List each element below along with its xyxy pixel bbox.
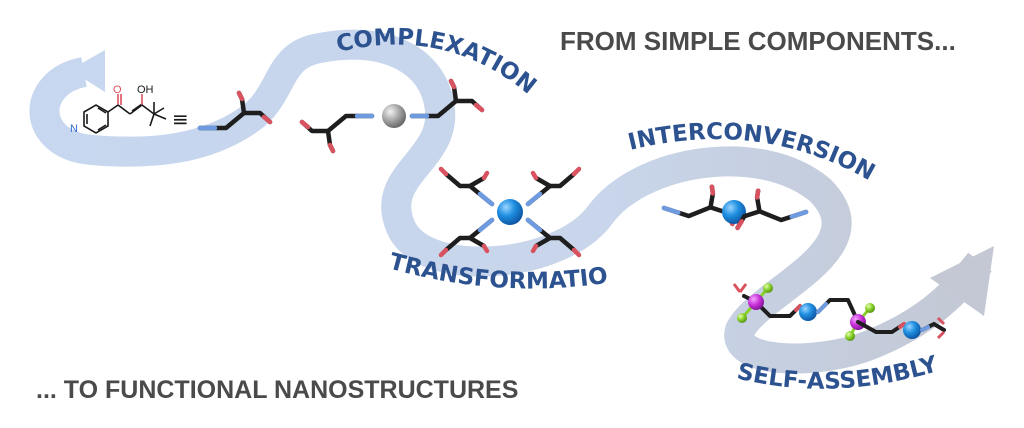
pyridyl-diketone-structure <box>83 94 167 134</box>
metal-magenta-sphere <box>748 294 764 310</box>
self-assembled-chain <box>732 283 946 341</box>
ligand-left <box>302 116 372 151</box>
halide-sphere <box>763 283 773 293</box>
metal-blue-sphere <box>497 199 523 225</box>
metal-grey-sphere <box>382 104 406 128</box>
metal-blue-sphere <box>722 200 746 224</box>
metal-blue-sphere <box>799 303 817 321</box>
halide-sphere <box>845 331 855 341</box>
complexation-complex <box>302 81 482 151</box>
heading-from-simple-components: FROM SIMPLE COMPONENTS... <box>560 26 956 56</box>
tetra-ligand-complex <box>438 166 582 258</box>
equivalence-symbol: ≡ <box>172 107 189 131</box>
halide-sphere <box>865 303 875 313</box>
atom-oh-label: OH <box>137 84 154 96</box>
heading-to-functional-nanostructures: ... TO FUNCTIONAL NANOSTRUCTURES <box>36 376 519 404</box>
interconversion-pair <box>664 175 806 234</box>
atom-o-label: O <box>113 84 122 96</box>
ribbon-arrow <box>29 29 994 374</box>
metal-blue-sphere <box>903 321 921 339</box>
atom-n-label: N <box>70 123 78 135</box>
halide-sphere <box>737 313 747 323</box>
